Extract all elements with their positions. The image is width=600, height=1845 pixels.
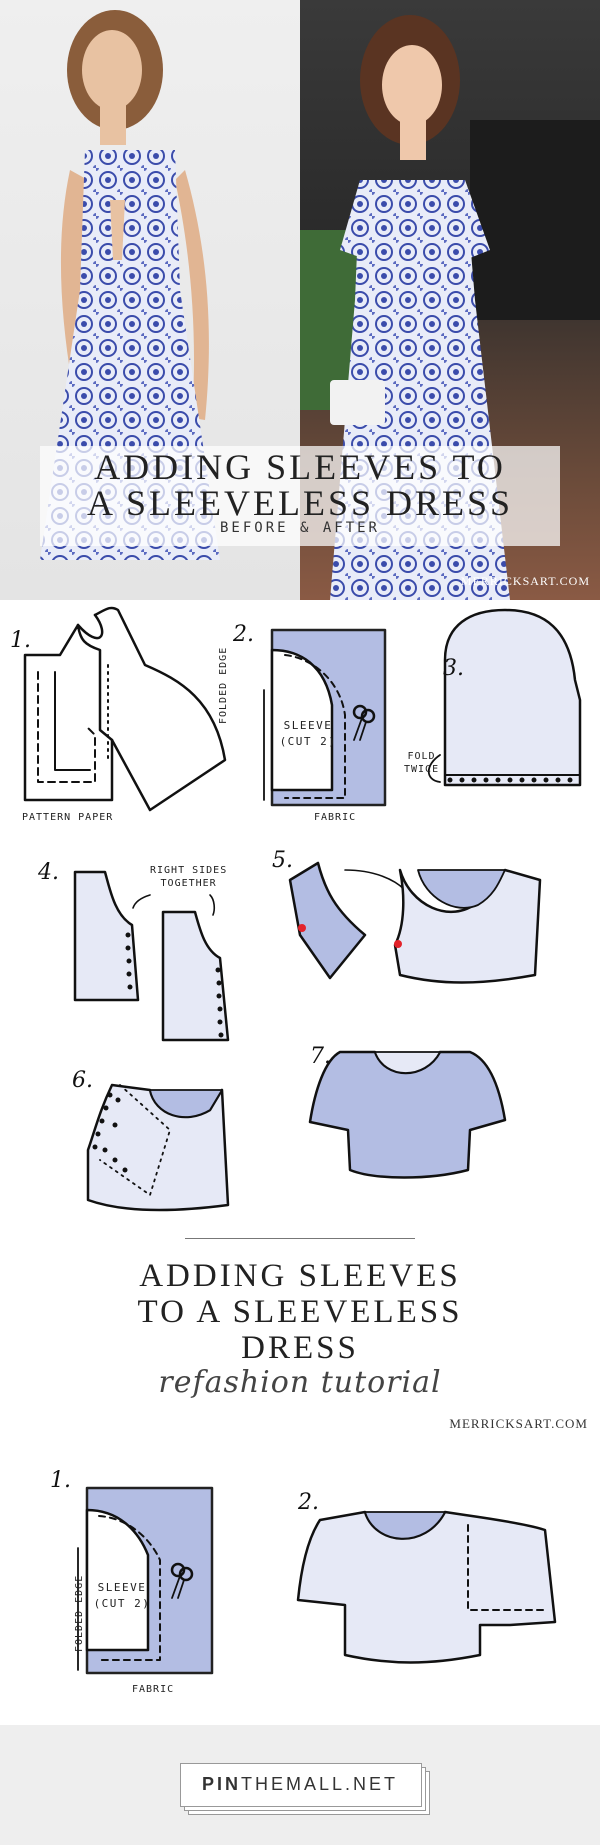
fold-twice-label: FOLD TWICE — [404, 750, 439, 776]
right-sides-together-label: RIGHT SIDES TOGETHER — [150, 864, 227, 890]
folded-edge-label-bottom: FOLDED EDGE — [74, 1574, 85, 1652]
together-text: TOGETHER — [160, 878, 217, 889]
step-6-number: 6. — [72, 1068, 93, 1093]
logo-frame-front — [180, 1763, 422, 1807]
site-watermark: MERRICKSART.COM — [449, 1416, 588, 1431]
step-7-number: 7. — [310, 1044, 331, 1069]
right-sides-text: RIGHT SIDES — [150, 865, 228, 876]
twice-text: TWICE — [404, 764, 440, 775]
mid-title-line1: ADDING SLEEVES — [139, 1258, 461, 1294]
hero-title-line1: ADDING SLEEVES TO — [94, 447, 506, 487]
step-1-number: 1. — [10, 628, 31, 653]
hero-title-banner — [40, 446, 560, 546]
logo-rest-part: THEMALL.NET — [240, 1774, 399, 1794]
pattern-paper-label: PATTERN PAPER — [22, 812, 114, 823]
step-3-number: 3. — [443, 656, 464, 681]
pinthemall-logo[interactable]: PINTHEMALL.NET — [180, 1763, 420, 1805]
folded-edge-label-top: FOLDED EDGE — [218, 646, 229, 724]
step-4-number: 4. — [38, 860, 59, 885]
hero-watermark: MERRICKSART.COM — [460, 574, 590, 588]
red-match-dots — [298, 924, 402, 948]
fabric-label-top: FABRIC — [314, 812, 357, 823]
mid-title-line2: TO A SLEEVELESS — [137, 1294, 463, 1330]
hero-subtitle: BEFORE & AFTER — [219, 520, 380, 536]
title-divider — [185, 1238, 415, 1239]
sleeve-text: SLEEVE — [283, 719, 333, 732]
sleeve-label-top: SLEEVE (CUT 2) — [278, 718, 338, 750]
cut2-text-bottom: (CUT 2) — [93, 1597, 151, 1610]
cut2-text: (CUT 2) — [279, 735, 337, 748]
stitch-dots — [92, 777, 573, 1173]
fold-text: FOLD — [407, 751, 436, 762]
logo-bold-part: PIN — [201, 1774, 241, 1794]
step-2-number: 2. — [233, 622, 254, 647]
sleeve-label-bottom: SLEEVE (CUT 2) — [92, 1580, 152, 1612]
step-5-number: 5. — [272, 848, 293, 873]
refashion-tutorial-script: refashion tutorial — [158, 1365, 442, 1400]
sleeve-text-bottom: SLEEVE — [97, 1581, 147, 1594]
hero-title-line2: A SLEEVELESS DRESS — [86, 483, 514, 523]
bottom-step-2-number: 2. — [298, 1490, 319, 1515]
bottom-step-1-number: 1. — [50, 1468, 71, 1493]
fabric-label-bottom: FABRIC — [132, 1684, 175, 1695]
mid-title-line3: DRESS — [241, 1330, 359, 1366]
